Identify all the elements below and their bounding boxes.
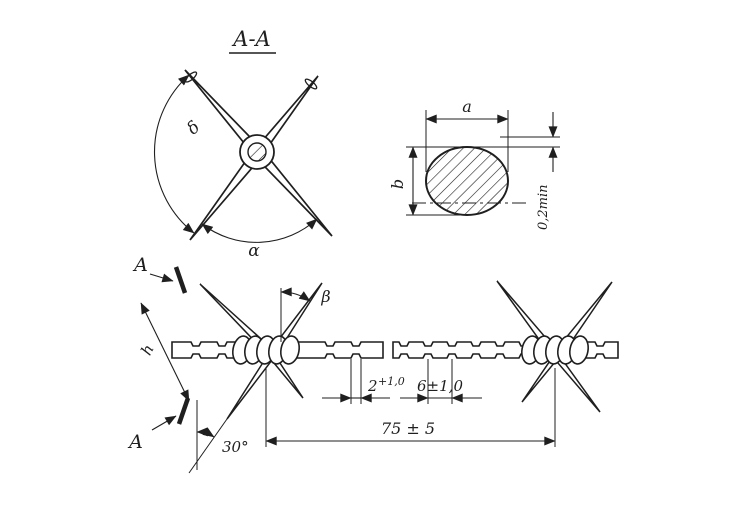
angle-30-slant-line: [188, 418, 228, 474]
delta-angle-arc: [154, 74, 195, 234]
delta-label: δ: [183, 117, 204, 139]
section-mark-bottom: [176, 397, 191, 425]
cross-section-view: a b 0,2min: [388, 97, 560, 230]
dim-a-label: a: [462, 97, 472, 116]
barb-tip-face: [304, 78, 318, 90]
twist-right: [521, 335, 589, 365]
wire-section-ellipse: [425, 146, 509, 216]
section-mark-top: [173, 266, 188, 294]
dim-75-label: 75 ± 5: [381, 419, 435, 438]
angle-30-arc: [196, 427, 215, 438]
dim-h-line: [140, 302, 190, 402]
alpha-label: α: [248, 241, 260, 261]
section-arrow-bottom: [151, 415, 177, 431]
beta-angle-arc: [280, 287, 311, 302]
section-arrow-top: [149, 273, 174, 283]
crossed-barbs: [184, 69, 333, 241]
h-label: h: [137, 341, 157, 358]
core-wire-section: [247, 142, 267, 162]
section-view-aa: A-A δ α: [154, 27, 333, 261]
dim-b-label: b: [388, 179, 407, 189]
angle-30-label: 30°: [222, 438, 249, 456]
dim-2-label: 2: [367, 377, 378, 395]
section-cut-aa: A A: [127, 254, 191, 453]
front-view: A A h β 30° 2 +1,0 6±1,0 75 ±: [127, 254, 619, 474]
beta-label: β: [320, 287, 330, 306]
barb-blade: [199, 283, 304, 399]
section-title: A-A: [231, 27, 270, 51]
twist-left: [232, 335, 300, 365]
section-arrow-label-top: A: [132, 254, 148, 276]
coil-loop: [280, 335, 300, 365]
dim-2-tolerance: +1,0: [378, 375, 405, 388]
min-offset-label: 0,2min: [536, 184, 551, 230]
dim-6-label: 6±1,0: [417, 377, 463, 395]
section-arrow-label-bottom: A: [127, 431, 143, 453]
alpha-angle-arc: [201, 218, 318, 243]
coil-loop: [569, 335, 589, 365]
